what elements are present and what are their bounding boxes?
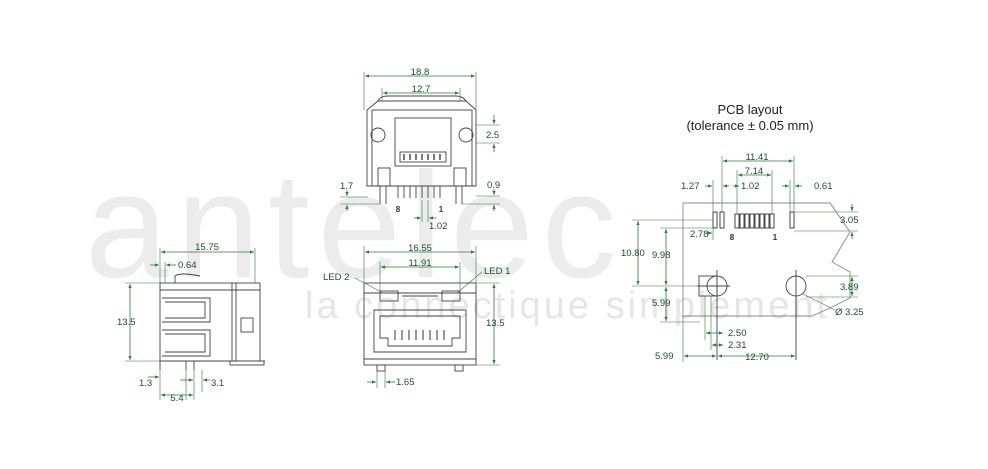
pcb-dim-12-70: 12.70	[745, 352, 769, 363]
top-pin-1: 1	[439, 205, 444, 214]
dim-1-65: 1.65	[396, 377, 415, 388]
dim-0-64: 0.64	[178, 260, 197, 271]
dim-0-9: 0.9	[487, 180, 500, 191]
pcb-dim-2-78: 2.78	[690, 229, 709, 240]
dim-18-8: 18.8	[411, 67, 430, 78]
pcb-dim-7-14: 7.14	[745, 166, 764, 177]
led-2-label: LED 2	[323, 272, 349, 283]
pcb-title: PCB layout	[717, 102, 783, 117]
pcb-dim-5-99-left: 5.99	[652, 298, 671, 309]
dim-13-5-front: 13.5	[486, 318, 505, 329]
dim-12-7: 12.7	[412, 84, 431, 95]
pcb-dim-3-89: 3.89	[840, 282, 859, 293]
watermark-logo: antelec	[85, 141, 625, 309]
pcb-pin-8: 8	[730, 233, 735, 242]
dim-15-75: 15.75	[195, 242, 219, 253]
dim-3-1: 3.1	[211, 378, 224, 389]
pcb-dim-1-27: 1.27	[681, 181, 700, 192]
dim-5-4: 5.4	[170, 393, 183, 404]
pcb-tolerance: (tolerance ± 0.05 mm)	[686, 118, 814, 133]
dim-11-91: 11.91	[408, 258, 431, 269]
pcb-dim-9-98: 9.98	[652, 250, 671, 261]
pcb-dim-10-80: 10.80	[621, 248, 645, 259]
front-view: 16.55 11.91 LED 2 LED 1 13.5 1.65	[323, 243, 510, 388]
dim-1-02-top: 1.02	[429, 221, 448, 232]
dim-13-5-side: 13.5	[117, 317, 136, 328]
pcb-dim-1-02: 1.02	[741, 181, 760, 192]
pcb-dim-5-99-bottom: 5.99	[655, 351, 674, 362]
side-view: 15.75 0.64 13.5 1.3 3.1 5.4	[117, 242, 265, 404]
top-view: 8 1 18.8 12.7 2.5 1.7 0.9	[340, 67, 500, 232]
pcb-pin-1: 1	[773, 233, 778, 242]
pcb-dim-2-50: 2.50	[728, 328, 747, 339]
dim-1-3: 1.3	[139, 378, 152, 389]
dim-1-7: 1.7	[340, 181, 353, 192]
dim-16-55: 16.55	[408, 243, 432, 254]
top-pin-8: 8	[396, 205, 401, 214]
pcb-dim-0-61: 0.61	[814, 181, 833, 192]
pcb-dim-dia-3-25: Ø 3.25	[835, 307, 864, 318]
pcb-dim-11-41: 11.41	[745, 152, 768, 163]
pcb-dim-3-05: 3.05	[840, 215, 859, 226]
pcb-dim-2-31: 2.31	[728, 340, 747, 351]
pcb-layout: 8 1 11.41 7.14 1.27 1.02	[621, 152, 864, 363]
dim-2-5: 2.5	[486, 130, 499, 141]
led-1-label: LED 1	[484, 266, 510, 277]
